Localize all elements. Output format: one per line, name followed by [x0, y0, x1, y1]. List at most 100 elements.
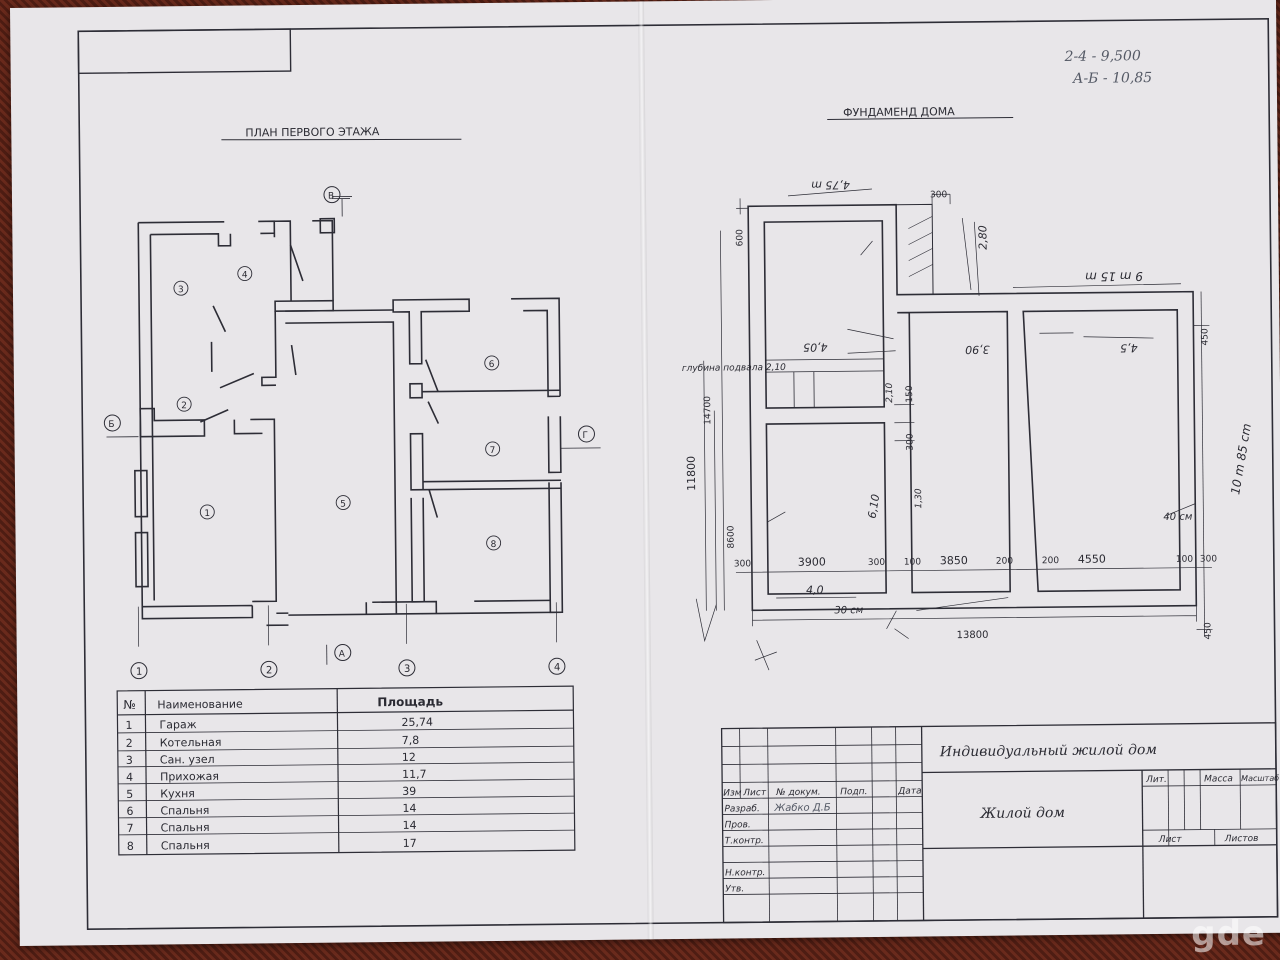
table-header-area: Площадь — [377, 694, 443, 709]
axis-bubble-3 — [398, 659, 416, 677]
hand-note-2: 9 m 15 m — [1085, 269, 1143, 284]
dim-600: 600 — [735, 229, 745, 247]
dim-300-c: 300 — [1200, 554, 1218, 564]
dim-300-v: 300 — [906, 433, 916, 451]
dim-3850: 3850 — [940, 554, 968, 567]
table-row-1-area: 25,74 — [401, 716, 433, 729]
room-circle-6 — [484, 355, 500, 371]
room-number-4: 4 — [242, 271, 248, 281]
table-row-2-name: Котельная — [160, 736, 222, 750]
table-rows: 1 Гараж 25,74 2 Котельная 7,8 3 Сан. узе… — [125, 716, 433, 853]
stamp-razrab: Разраб. — [724, 804, 759, 814]
hand-note-4: глубина подвала 2,10 — [682, 363, 786, 374]
floor-plan — [103, 138, 601, 680]
table-row-5-n: 5 — [126, 788, 133, 801]
hand-note-14: 1,30 — [914, 488, 924, 508]
stamp-col-list: Лист — [742, 788, 767, 798]
dim-300-b: 300 — [868, 558, 886, 568]
dim-100-a: 100 — [904, 557, 922, 567]
dim-4550: 4550 — [1078, 553, 1106, 566]
table-row-6-n: 6 — [126, 805, 133, 818]
dim-100-b: 100 — [1176, 555, 1194, 565]
hand-note-12: 2,80 — [976, 225, 989, 250]
hand-note-13: 2,10 — [885, 382, 895, 402]
dim-200-a: 200 — [996, 557, 1014, 567]
stamp-project-title: Индивидуальный жилой дом — [939, 742, 1157, 760]
room-circle-7 — [485, 441, 501, 457]
foundation-dimensions: 300 3900 300 100 3850 200 200 4550 100 3… — [685, 190, 1218, 641]
axis-bubble-2 — [260, 660, 278, 678]
hand-note-3: 10 m 85 cm — [1228, 422, 1254, 495]
note-a-b: А-Б - 10,85 — [1072, 70, 1153, 87]
axis-label-b: Б — [108, 420, 114, 430]
room-number-3: 3 — [178, 285, 184, 295]
table-row-5-area: 39 — [402, 785, 416, 798]
stamp-listov: Листов — [1224, 834, 1259, 844]
table-header-number: № — [123, 698, 136, 712]
table-row-8-n: 8 — [127, 840, 134, 853]
foundation-plan — [695, 117, 1213, 671]
dim-450-a: 450 — [1200, 328, 1210, 346]
axis-label-3: 3 — [404, 664, 410, 675]
table-row-3-name: Сан. узел — [160, 753, 215, 767]
stamp-prov: Пров. — [725, 820, 751, 830]
hand-note-5: 4,05 — [803, 340, 828, 353]
stamp-col-data: Дата — [897, 786, 921, 796]
table-row-6-area: 14 — [402, 802, 416, 815]
axis-bubble-b — [103, 414, 121, 432]
hand-note-7: 4,5 — [1120, 341, 1138, 354]
hand-note-9: 4,0 — [806, 584, 824, 597]
room-circle-5 — [335, 495, 351, 510]
dim-300-d: 300 — [930, 190, 948, 200]
dim-450-b: 450 — [1203, 622, 1213, 640]
axis-label-1: 1 — [136, 667, 142, 678]
dim-200-b: 200 — [1042, 556, 1060, 566]
table-row-4-area: 11,7 — [402, 768, 427, 781]
hand-note-8: 6,10 — [866, 493, 883, 519]
table-row-3-n: 3 — [126, 754, 133, 767]
table-row-4-name: Прихожая — [160, 770, 219, 784]
dim-13800: 13800 — [957, 630, 989, 641]
room-number-7: 7 — [490, 446, 496, 456]
room-circle-8 — [486, 535, 502, 551]
dim-8600: 8600 — [726, 525, 736, 548]
axis-label-4: 4 — [554, 662, 560, 673]
table-row-7-name: Спальня — [161, 821, 210, 835]
table-row-5-name: Кухня — [160, 787, 195, 800]
table-row-7-area: 14 — [403, 819, 417, 832]
stamp-lit: Лит. — [1145, 775, 1167, 785]
room-circle-3 — [173, 280, 189, 296]
stamp-col-doc: № докум. — [775, 788, 820, 798]
drawing-canvas: ПЛАН ПЕРВОГО ЭТАЖА В Б Г А 1 2 3 4 1 2 3… — [77, 18, 1279, 931]
room-number-1: 1 — [204, 509, 210, 519]
plan-title: ПЛАН ПЕРВОГО ЭТАЖА — [245, 125, 380, 139]
table-row-2-area: 7,8 — [402, 734, 420, 747]
drawing-sheet: ПЛАН ПЕРВОГО ЭТАЖА В Б Г А 1 2 3 4 1 2 3… — [10, 0, 1280, 946]
hand-note-6: 3,90 — [965, 343, 990, 356]
watermark-logo: gde — [1191, 914, 1266, 954]
table-row-2-n: 2 — [126, 737, 133, 750]
stamp-col-podp: Подп. — [840, 787, 867, 797]
stamp-tkontr: Т.контр. — [725, 836, 764, 846]
axis-bubble-g — [577, 425, 595, 443]
room-number-6: 6 — [489, 360, 495, 370]
room-circle-1 — [199, 504, 215, 520]
stamp-razrab-name: Жабко Д.Б — [773, 801, 831, 814]
dim-150: 150 — [905, 385, 915, 403]
axis-label-a: А — [339, 650, 346, 660]
table-row-4-n: 4 — [126, 771, 133, 784]
table-row-1-n: 1 — [125, 719, 132, 732]
title-block-lines — [720, 722, 1279, 924]
dim-3900: 3900 — [798, 555, 826, 568]
stamp-sheet-title: Жилой дом — [979, 805, 1065, 822]
hand-note-1: 4,75 m — [811, 178, 850, 191]
table-row-3-area: 12 — [402, 751, 416, 764]
dim-300-a: 300 — [734, 559, 752, 569]
stamp-massa: Масса — [1204, 774, 1233, 784]
area-table-lines — [116, 685, 576, 856]
table-header-name: Наименование — [157, 698, 243, 712]
stamp-nkontr: Н.контр. — [725, 868, 765, 878]
table-row-1-name: Гараж — [159, 718, 196, 731]
room-number-8: 8 — [491, 540, 497, 550]
corner-box — [77, 28, 292, 74]
